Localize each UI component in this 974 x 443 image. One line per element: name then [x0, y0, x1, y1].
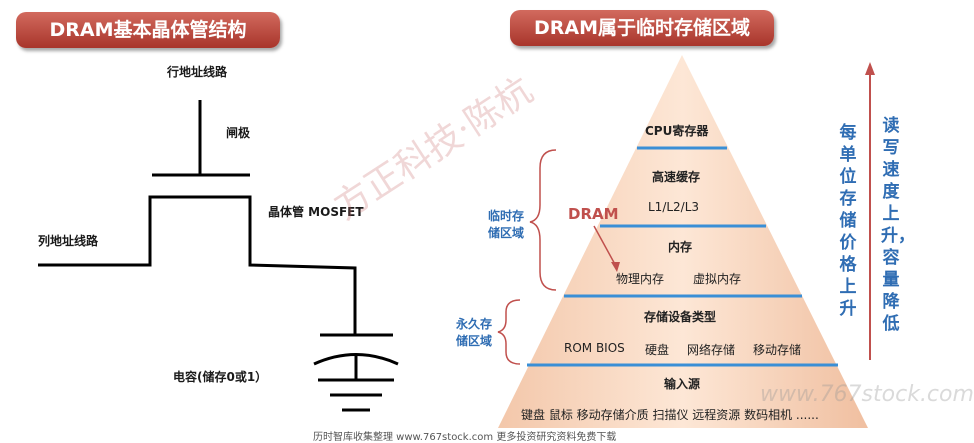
- level-cache: 高速缓存: [652, 170, 701, 184]
- temp-region-label: 临时存储区域: [487, 209, 524, 240]
- up-arrowhead: [865, 62, 875, 75]
- speed-rise-label: 读写速度上升，容量降低: [881, 116, 915, 334]
- level-input: 输入源: [664, 377, 701, 391]
- level-cpu: CPU寄存器: [645, 124, 709, 138]
- capacitor-label: 电容(储存0或1）: [173, 370, 268, 384]
- transistor-label: 晶体管 MOSFET: [268, 205, 364, 219]
- dram-arrowhead: [611, 262, 620, 272]
- left-banner: DRAM基本晶体管结构: [16, 12, 280, 48]
- storage-item-hdd: 硬盘: [645, 343, 670, 357]
- gate-label: 闸极: [226, 126, 251, 140]
- price-rise-label: 每单位存储价格上升: [839, 123, 857, 319]
- level-memory: 内存: [668, 240, 693, 254]
- storage-item-network: 网络存储: [687, 343, 736, 357]
- row-address-line-label: 行地址线路: [167, 65, 228, 79]
- site-watermark: www.767stock.com: [760, 382, 974, 407]
- memory-virtual: 虚拟内存: [693, 272, 742, 286]
- storage-pyramid: [498, 55, 868, 428]
- level-cache-sub: L1/L2/L3: [648, 200, 700, 214]
- right-banner: DRAM属于临时存储区域: [510, 10, 774, 46]
- channel-line: [38, 195, 357, 335]
- transistor-diagram: [38, 55, 875, 428]
- perm-region-label: 永久存储区域: [455, 317, 492, 348]
- cap-bottom-plate: [313, 353, 399, 366]
- input-items: 键盘 鼠标 移动存储介质 扫描仪 远程资源 数码相机 ......: [521, 408, 819, 422]
- level-storage: 存储设备类型: [644, 310, 717, 324]
- perm-brace: [497, 299, 521, 365]
- dram-tag: DRAM: [568, 205, 619, 223]
- dram-arrow: [593, 225, 618, 269]
- column-address-line-label: 列地址线路: [38, 234, 99, 248]
- memory-physical: 物理内存: [616, 272, 665, 286]
- footer-credit: 历时智库收集整理 www.767stock.com 更多投资研究资料免费下载: [313, 432, 617, 443]
- storage-item-mobile: 移动存储: [753, 343, 802, 357]
- temp-brace: [529, 149, 557, 291]
- storage-item-rom: ROM BIOS: [564, 341, 625, 355]
